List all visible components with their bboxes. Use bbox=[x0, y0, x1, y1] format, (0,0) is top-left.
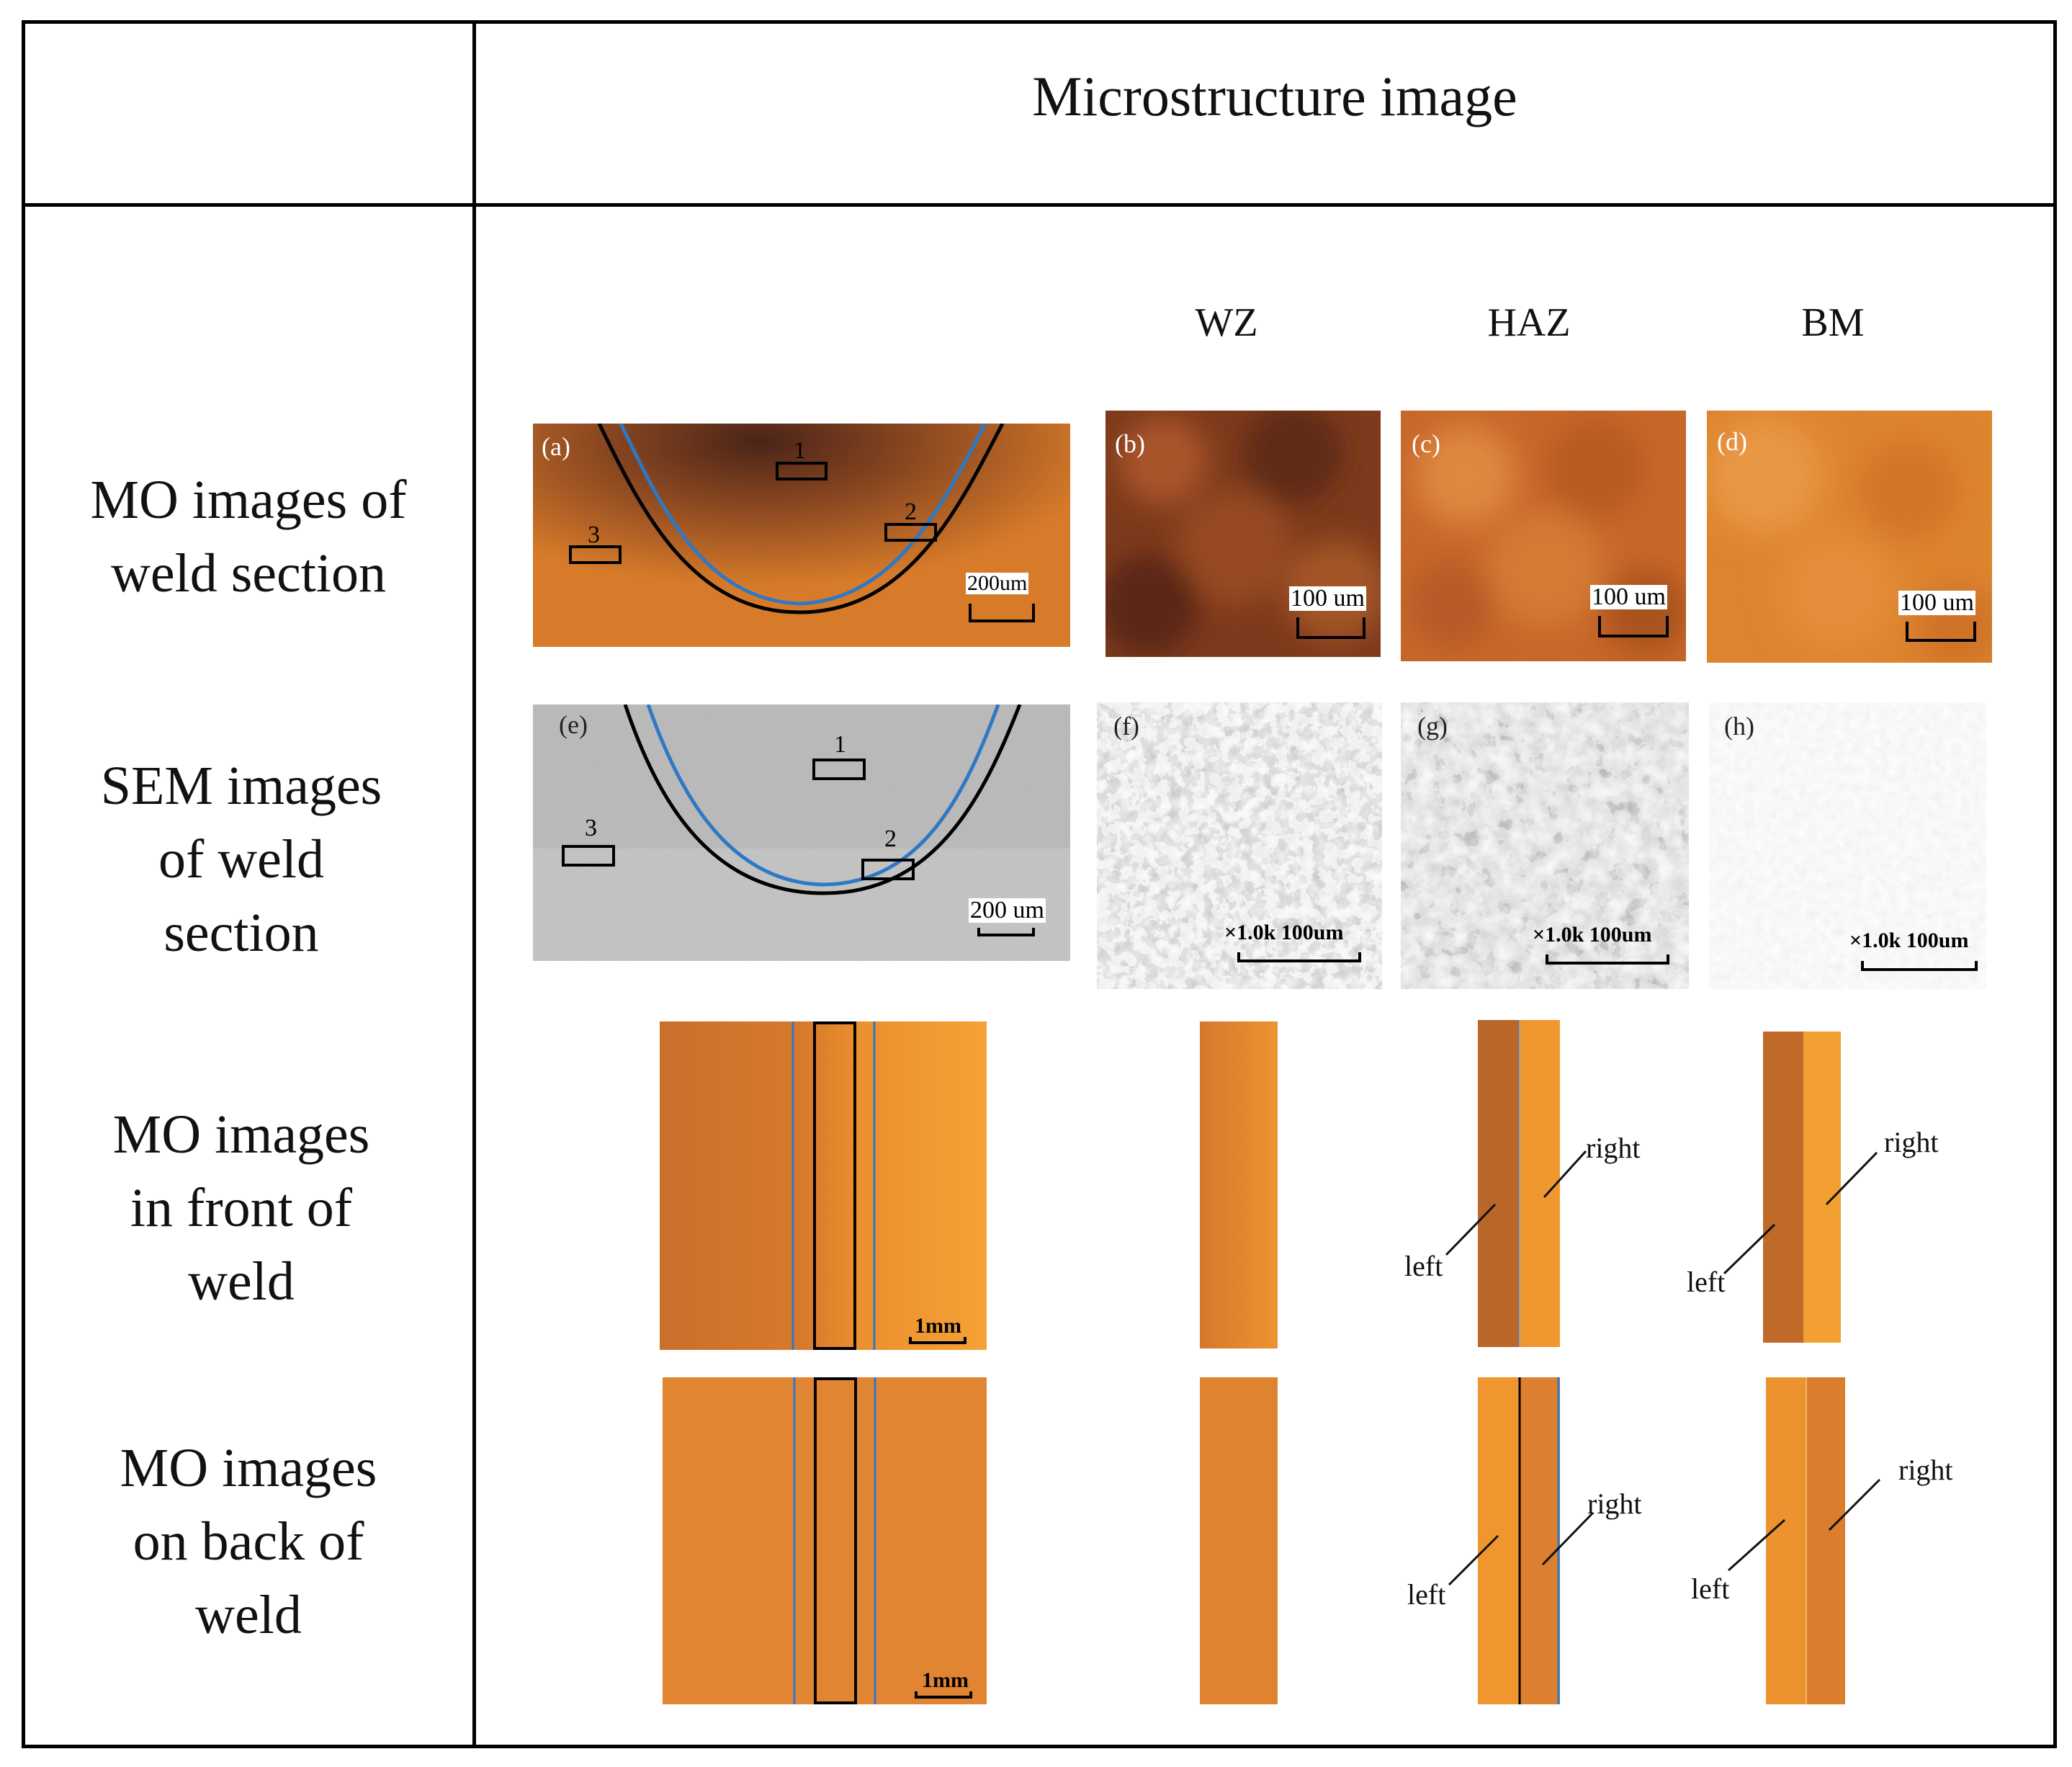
panel-e-region-2-box bbox=[861, 859, 915, 880]
panel-f-scale-text: ×1.0k 100um bbox=[1224, 921, 1344, 944]
panel-a-region-2-label: 2 bbox=[905, 498, 917, 525]
panel-g-scale-text: ×1.0k 100um bbox=[1533, 923, 1652, 947]
table-border-left bbox=[22, 20, 25, 1748]
panel-back-wz bbox=[1200, 1377, 1278, 1704]
panel-d-label: (d) bbox=[1717, 427, 1747, 456]
panel-f-scale-bar bbox=[1237, 952, 1361, 962]
panel-a-label: (a) bbox=[542, 432, 570, 461]
table-header-divider bbox=[22, 203, 2057, 207]
panel-e-region-1-label: 1 bbox=[834, 731, 846, 758]
panel-h-sem-bm bbox=[1709, 702, 1986, 989]
panel-b-scale-text: 100 um bbox=[1289, 585, 1366, 612]
panel-front-scale-text: 1mm bbox=[915, 1314, 961, 1338]
panel-e-region-3-box bbox=[562, 845, 615, 867]
panel-h-scale-text: ×1.0k 100um bbox=[1849, 929, 1969, 952]
panel-a-region-3-box bbox=[569, 545, 622, 564]
panel-d-scale-bar bbox=[1906, 622, 1976, 642]
panel-e-region-1-box bbox=[812, 759, 866, 780]
panel-e-scale-text: 200 um bbox=[969, 897, 1046, 923]
panel-b-mo-wz bbox=[1105, 411, 1381, 657]
row-label-sem-section: SEM images of weld section bbox=[100, 756, 382, 963]
annotation-back-haz-right: right bbox=[1587, 1488, 1642, 1520]
panel-d-scale-text: 100 um bbox=[1898, 589, 1975, 616]
panel-a-region-1-box bbox=[776, 462, 828, 480]
panel-back-scale-text: 1mm bbox=[922, 1668, 969, 1692]
table-border-right bbox=[2053, 20, 2057, 1748]
annotation-front-haz-left: left bbox=[1404, 1250, 1443, 1282]
panel-e-label: (e) bbox=[559, 710, 588, 739]
table-border-top bbox=[22, 20, 2057, 24]
panel-front-bm bbox=[1763, 1032, 1841, 1343]
panel-f-sem-wz bbox=[1097, 702, 1382, 989]
panel-a-scale-bar bbox=[969, 604, 1035, 622]
panel-d-mo-bm bbox=[1707, 411, 1992, 663]
panel-g-label: (g) bbox=[1417, 712, 1448, 741]
header-title: Microstructure image bbox=[1032, 65, 1517, 128]
annotation-front-haz-right: right bbox=[1586, 1132, 1641, 1164]
panel-g-scale-bar bbox=[1546, 954, 1669, 965]
panel-c-scale-text: 100 um bbox=[1590, 583, 1667, 610]
column-label-haz: HAZ bbox=[1487, 300, 1571, 345]
table-border-bottom bbox=[22, 1745, 2057, 1748]
panel-e-scale-bar bbox=[977, 928, 1035, 936]
column-label-bm: BM bbox=[1801, 300, 1865, 345]
annotation-front-bm-right: right bbox=[1884, 1126, 1939, 1158]
panel-back-haz bbox=[1478, 1377, 1560, 1704]
panel-g-sem-haz bbox=[1401, 702, 1689, 989]
panel-e-region-2-label: 2 bbox=[884, 826, 897, 852]
panel-a-scale-text: 200um bbox=[966, 571, 1029, 595]
panel-b-scale-bar bbox=[1296, 617, 1365, 639]
panel-front-scale-bar bbox=[909, 1337, 967, 1344]
panel-a-mo-weld-section bbox=[533, 424, 1070, 647]
panel-f-label: (f) bbox=[1113, 712, 1139, 741]
column-label-wz: WZ bbox=[1195, 300, 1258, 345]
panel-h-label: (h) bbox=[1724, 712, 1754, 741]
panel-b-label: (b) bbox=[1115, 429, 1145, 458]
annotation-back-bm-left: left bbox=[1691, 1573, 1730, 1605]
panel-front-haz bbox=[1478, 1020, 1560, 1347]
row-label-mo-section: MO images of weld section bbox=[90, 470, 407, 604]
panel-front-wz bbox=[1200, 1021, 1278, 1348]
panel-e-region-3-label: 3 bbox=[585, 815, 597, 841]
annotation-back-haz-left: left bbox=[1407, 1578, 1446, 1611]
panel-c-mo-haz bbox=[1401, 411, 1686, 661]
panel-back-overview bbox=[663, 1377, 987, 1704]
panel-a-region-2-box bbox=[884, 523, 937, 542]
row-label-mo-front: MO images in front of weld bbox=[112, 1104, 370, 1312]
panel-h-scale-bar bbox=[1861, 961, 1978, 971]
annotation-front-bm-left: left bbox=[1687, 1266, 1726, 1298]
panel-c-scale-bar bbox=[1598, 616, 1669, 638]
row-label-mo-back: MO images on back of weld bbox=[120, 1438, 377, 1645]
panel-a-region-1-label: 1 bbox=[794, 437, 806, 464]
panel-a-region-3-label: 3 bbox=[588, 522, 600, 548]
panel-back-scale-bar bbox=[915, 1691, 972, 1699]
panel-c-label: (c) bbox=[1412, 429, 1440, 458]
table-column-divider bbox=[472, 20, 476, 1748]
panel-front-overview bbox=[660, 1021, 987, 1350]
panel-back-bm bbox=[1766, 1377, 1845, 1704]
annotation-back-bm-right: right bbox=[1898, 1454, 1953, 1486]
